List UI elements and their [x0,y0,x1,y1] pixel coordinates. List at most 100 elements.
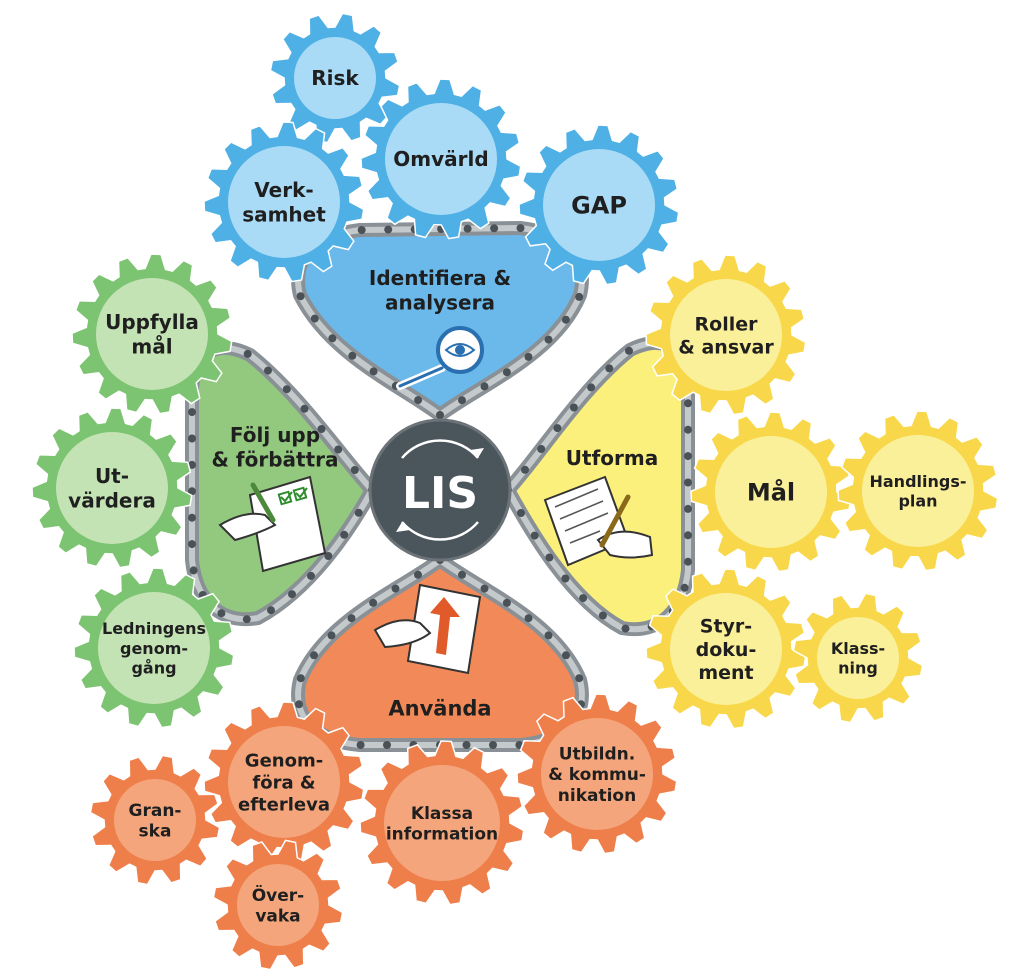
chain-link [243,349,252,358]
gear-label: Styr- [700,616,752,638]
chain-link [502,598,511,607]
gear-label: ment [698,662,753,684]
chain-link [282,385,291,394]
chain-link [188,434,196,443]
chain-link [598,611,607,620]
gear-omvarld: Omvärld [360,78,522,240]
chain-link [684,452,692,461]
chain-link [579,594,588,603]
gear-label: Risk [311,66,359,90]
chain-link [296,292,305,301]
petal-identify-analyze [298,228,582,415]
chain-link [489,741,497,749]
chain-link [517,509,525,517]
gear-label: genom- [120,639,188,658]
chain-link [575,674,584,683]
gear-label: föra & [252,773,315,794]
chain-link [188,487,196,496]
chain-link [544,335,553,344]
gear-face [543,149,655,261]
chain-link [436,411,444,419]
gear-label: ska [139,822,172,842]
gear-label: & ansvar [678,336,774,358]
gear-label: vaka [255,907,300,927]
gear-face [294,37,376,119]
chain-link [354,508,363,517]
gear-face [237,864,319,946]
chain-link [587,383,596,392]
center-label: LIS [402,468,478,519]
chain-link [369,598,378,607]
gear-label: Gran- [129,801,182,821]
chain-link [545,553,554,562]
chain-link [189,566,198,575]
chain-link [462,741,471,749]
gear-overvaka: Över-vaka [212,839,344,971]
chain-link [561,574,570,583]
writing-hand-icon [543,475,654,567]
gear-label: Ledningens [102,619,206,638]
gear-label: Genom- [245,751,323,772]
refresh-arrow-bottom-icon [401,521,479,541]
chain-link [684,478,692,487]
chain-link [458,570,466,579]
chain-link [334,445,343,454]
gear-label: samhet [242,202,326,226]
chain-link [605,364,614,373]
gear-label: Ut- [95,464,129,488]
gear-face [862,435,974,547]
petal-label-use: Använda [388,697,491,721]
chain-link [383,741,391,749]
chain-link [310,651,318,660]
gear-label: GAP [571,192,627,220]
gear-face [98,592,210,704]
gear-label: Handlings- [869,472,966,491]
gear-label: Över- [252,884,305,906]
chain-link [384,225,393,234]
center-hub: LIS [368,418,512,562]
chain-link [544,631,553,640]
gear-face [228,146,340,258]
chain-link [340,530,349,539]
gear-face [114,779,196,861]
chain-link [625,346,633,355]
gear-utvardera: Ut-värdera [31,407,193,569]
gear-styrdokument: Styr-doku-ment [645,568,807,730]
gear-face [384,765,500,881]
gear-label: Klass- [831,639,885,658]
chain-link [242,615,251,624]
chain-link [217,609,226,618]
gear-label: Uppfylla [105,310,199,334]
chain-link [295,700,303,709]
chain-link [561,315,570,324]
gear-label: Klassa [411,804,473,824]
chain-link [310,314,319,323]
petal-label-identify: Identifiera &analysera [369,266,511,314]
gear-utbildning-kommunikation: Utbildn.& kommu-nikation [516,693,678,855]
chain-link [480,382,489,391]
gear-roller-ansvar: Roller& ansvar [645,254,807,416]
chain-link [480,584,489,593]
refresh-arrowhead-bottom-icon [396,522,410,532]
checklist-hand-icon [218,475,327,573]
petal-label-design: Utforma [566,446,658,470]
chain-link [327,631,336,640]
document-arrow-icon [373,583,482,675]
petal-label: & förbättra [211,447,338,471]
chain-link [188,540,196,549]
chain-link [684,531,692,540]
gear-label: gång [131,658,176,677]
chain-link [562,651,570,660]
chain-link [516,224,525,233]
petal-label: Följ upp [230,423,320,447]
chain-link [684,399,692,408]
chain-link [684,557,692,566]
gear-label: Omvärld [393,147,488,171]
chain-link [490,224,499,233]
chain-link [348,351,357,360]
chain-link [553,424,562,433]
chain-link [188,513,196,522]
chain-link [521,465,529,474]
